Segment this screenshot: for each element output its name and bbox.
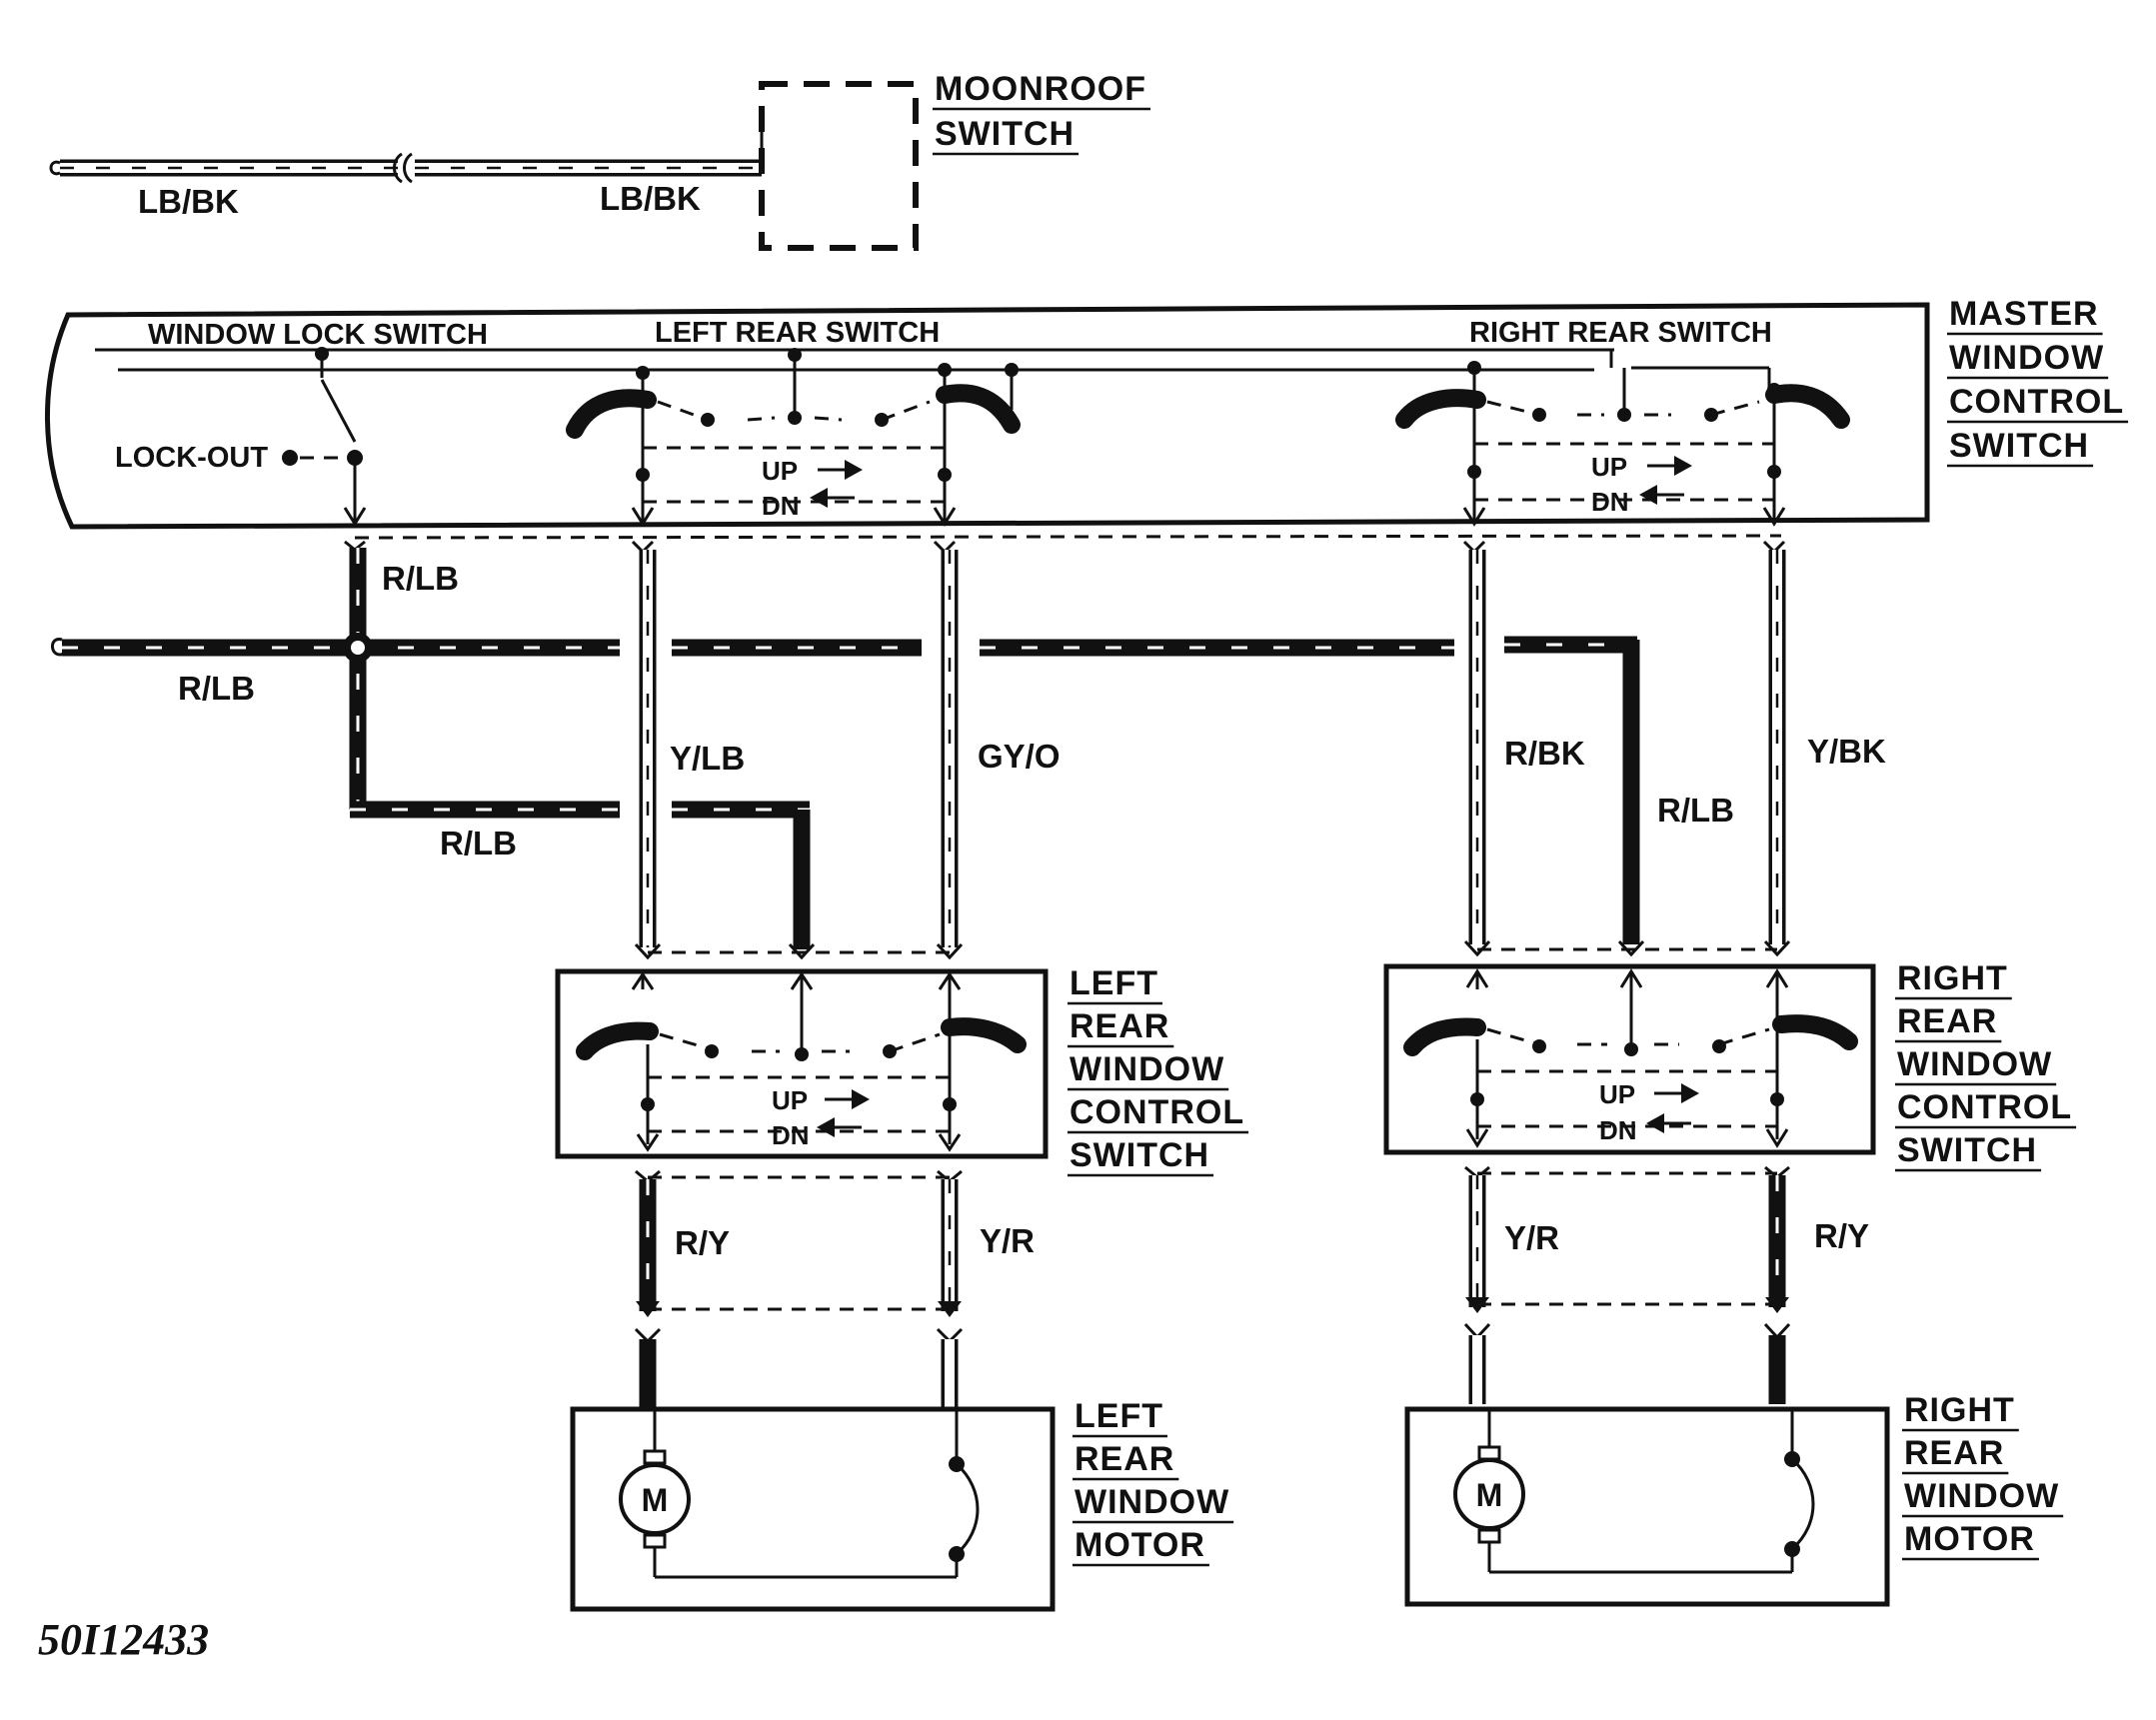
up-label: UP — [772, 1085, 808, 1115]
component-label-line: MOTOR — [1075, 1526, 1205, 1564]
master-right-rear-switch — [1395, 361, 1850, 527]
right-rear-motor — [1404, 1406, 1890, 1607]
component-label-line: REAR — [1070, 1007, 1169, 1045]
window-lock-switch-label: WINDOW LOCK SWITCH — [148, 319, 488, 351]
left-rear-switch-box — [555, 968, 1049, 1159]
wire-label-y-lb: Y/LB — [670, 740, 745, 777]
moonroof-switch-label: MOONROOF SWITCH — [933, 70, 1150, 156]
left-rear-switch-label: LEFT REAR SWITCH — [655, 317, 940, 349]
component-label-line: REAR — [1075, 1440, 1174, 1478]
r-bk-wire — [1462, 540, 1486, 944]
master-internal-bus — [95, 348, 1769, 418]
wire-label-lb-bk-right: LB/BK — [600, 180, 701, 217]
wire-label-left-y-r: Y/R — [980, 1222, 1035, 1259]
window-lock-switch — [282, 347, 367, 527]
right-rear-switch-internals — [1403, 968, 1858, 1148]
wire-label-right-y-r: Y/R — [1504, 1219, 1559, 1256]
wire-label-r-lb-right: R/LB — [1657, 792, 1734, 829]
motor-m-label: M — [642, 1482, 669, 1518]
left-rear-switch-label-stack: LEFT REAR WINDOW CONTROL SWITCH — [1068, 964, 1249, 1177]
right-r-y-wire — [1763, 1165, 1791, 1404]
component-label-line: WINDOW — [1075, 1483, 1229, 1521]
right-y-r-wire — [1463, 1165, 1491, 1404]
left-rear-switch-internals — [576, 971, 1027, 1152]
right-rear-switch-box — [1383, 963, 1876, 1155]
component-label-line: RIGHT — [1904, 1391, 2015, 1429]
component-label-line: CONTROL — [1897, 1088, 2072, 1126]
y-bk-wire — [1762, 540, 1786, 944]
y-lb-wire — [631, 540, 657, 947]
left-rear-motor-label: LEFT REAR WINDOW MOTOR — [1073, 1397, 1234, 1567]
component-label-line: MASTER — [1949, 295, 2099, 333]
left-r-y-wire — [634, 1169, 662, 1409]
component-label-line: WINDOW — [1070, 1050, 1224, 1088]
up-label: UP — [762, 456, 798, 486]
component-label-line: SWITCH — [1070, 1136, 1209, 1174]
component-label-line: SWITCH — [1897, 1131, 2037, 1169]
left-rear-motor — [570, 1406, 1056, 1612]
component-label-line: LEFT — [1070, 964, 1158, 1002]
up-label: UP — [1591, 452, 1627, 482]
wire-label-r-lb-branch: R/LB — [440, 825, 517, 861]
r-lb-wire — [344, 540, 811, 949]
lb-bk-wire — [49, 118, 764, 184]
wire-label-gy-o: GY/O — [978, 738, 1061, 775]
wire-label-left-r-y: R/Y — [675, 1224, 730, 1261]
gy-o-wire — [933, 540, 959, 947]
component-label-line: WINDOW — [1904, 1477, 2059, 1515]
wire-label-y-bk: Y/BK — [1807, 733, 1886, 770]
left-y-r-wire — [936, 1169, 964, 1409]
right-rear-motor-label: RIGHT REAR WINDOW MOTOR — [1902, 1391, 2064, 1561]
wire-label-lb-bk-left: LB/BK — [138, 183, 239, 220]
wire-label-r-bk: R/BK — [1504, 735, 1585, 772]
motor-m-label: M — [1476, 1477, 1503, 1513]
wire-label-right-r-y: R/Y — [1814, 1217, 1869, 1254]
figure-id: 50I12433 — [38, 1615, 209, 1664]
up-label: UP — [1599, 1079, 1635, 1109]
lock-out-label: LOCK-OUT — [115, 442, 268, 474]
dn-label: DN — [1591, 487, 1629, 517]
motor-icon — [619, 1463, 691, 1535]
wire-label-r-lb-bus: R/LB — [178, 670, 255, 707]
component-label-line: REAR — [1904, 1434, 2004, 1472]
moonroof-switch-box — [759, 81, 919, 251]
right-rear-switch-label: RIGHT REAR SWITCH — [1469, 317, 1772, 349]
component-label-line: MOONROOF — [935, 70, 1146, 108]
motor-icon — [1453, 1458, 1525, 1530]
component-label-line: WINDOW — [1949, 339, 2104, 377]
master-left-rear-switch — [566, 348, 1021, 527]
r-lb-bus — [51, 633, 1640, 944]
component-label-line: REAR — [1897, 1002, 1997, 1040]
dn-label: DN — [1599, 1115, 1637, 1145]
component-label-line: WINDOW — [1897, 1045, 2052, 1083]
right-rear-switch-label-stack: RIGHT REAR WINDOW CONTROL SWITCH — [1895, 959, 2077, 1172]
component-label-line: LEFT — [1075, 1397, 1163, 1435]
component-label-line: CONTROL — [1070, 1093, 1244, 1131]
master-switch-label: MASTER WINDOW CONTROL SWITCH — [1947, 295, 2129, 468]
component-label-line: SWITCH — [1949, 427, 2089, 465]
component-label-line: SWITCH — [935, 115, 1075, 153]
dn-label: DN — [762, 491, 800, 521]
master-connector — [354, 534, 1782, 540]
wire-label-r-lb-vertical: R/LB — [382, 560, 459, 597]
dn-label: DN — [772, 1120, 810, 1150]
master-switch-box — [45, 302, 1930, 530]
component-label-line: RIGHT — [1897, 959, 2008, 997]
component-label-line: CONTROL — [1949, 383, 2124, 421]
connector-tips — [634, 939, 1791, 960]
component-label-line: MOTOR — [1904, 1520, 2035, 1558]
